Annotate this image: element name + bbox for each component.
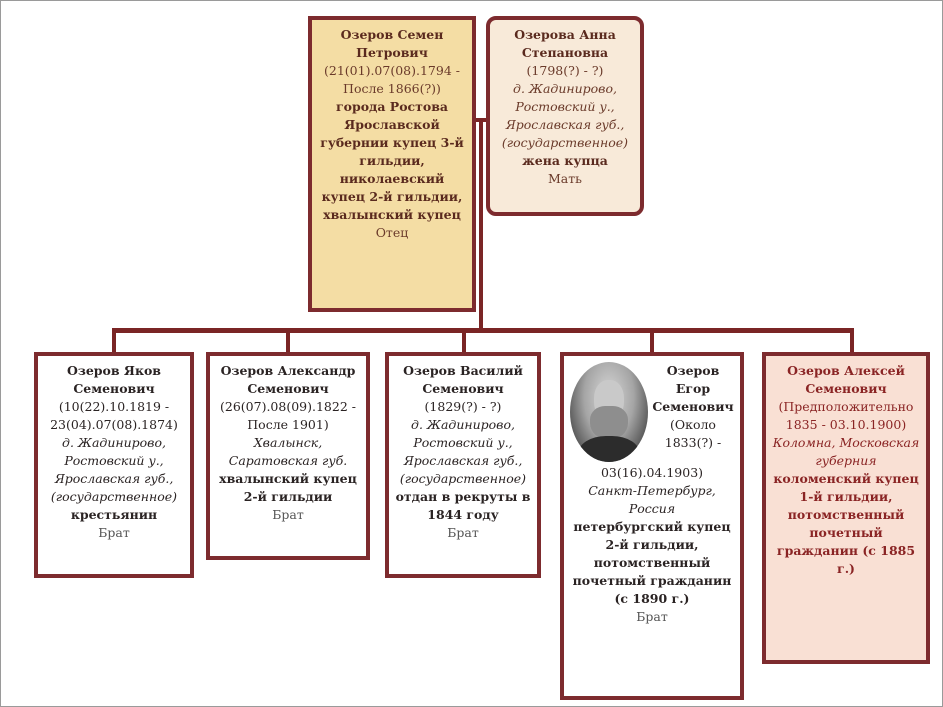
person-card-father[interactable]: Озеров Семен Петрович (21(01).07(08).179… [308,16,476,312]
person-occupation: петербургский купец 2-й гильдии, потомст… [572,519,732,606]
person-dates: (Около 1833(?) - 03(16).04.1903) [600,417,722,480]
person-place: д. Жадинирово, Ростовский у., Ярославска… [50,435,178,504]
portrait-photo [570,362,648,462]
person-dates: (1829(?) - ?) [424,399,502,414]
person-card-yakov[interactable]: Озеров Яков Семенович (10(22).10.1819 - … [34,352,194,578]
person-dates: (1798(?) - ?) [526,63,604,78]
person-occupation: жена купца [522,153,608,168]
person-place: д. Жадинирово, Ростовский у., Ярославска… [399,417,527,486]
person-name: Озеров Яков Семенович [66,363,161,396]
drop-line-1 [112,328,116,354]
drop-line-2 [286,328,290,354]
person-dates: (26(07).08(09).1822 - После 1901) [220,399,356,432]
person-card-aleksey[interactable]: Озеров Алексей Семенович (Предположитель… [762,352,930,664]
person-card-egor[interactable]: Озеров Егор Семенович (Около 1833(?) - 0… [560,352,744,700]
trunk-line [479,118,483,330]
person-dates: (Предположительно 1835 - 03.10.1900) [778,399,914,432]
drop-line-3 [462,328,466,354]
person-relation: Брат [636,609,668,624]
person-card-mother[interactable]: Озерова Анна Степановна (1798(?) - ?) д.… [486,16,644,216]
person-occupation: крестьянин [70,507,158,522]
person-name: Озеров Василий Семенович [403,363,523,396]
person-card-vasiliy[interactable]: Озеров Василий Семенович (1829(?) - ?) д… [385,352,541,578]
person-place: Санкт-Петербург, Россия [588,483,716,516]
person-dates: (10(22).10.1819 - 23(04).07(08).1874) [50,399,178,432]
person-relation: Мать [548,171,582,186]
person-relation: Брат [447,525,479,540]
drop-line-5 [850,328,854,354]
person-place: Хвалынск, Саратовская губ. [228,435,348,468]
drop-line-4 [650,328,654,354]
person-name: Озеров Семен Петрович [340,27,444,60]
children-bus-line [112,328,854,333]
person-name: Озеров Алексей Семенович [787,363,905,396]
person-relation: Отец [375,225,409,240]
person-relation: Брат [272,507,304,522]
person-occupation: хвалынский купец 2-й гильдии [219,471,357,504]
person-card-aleksandr[interactable]: Озеров Александр Семенович (26(07).08(09… [206,352,370,560]
person-name: Озерова Анна Степановна [514,27,616,60]
person-dates: (21(01).07(08).1794 - После 1866(?)) [324,63,460,96]
person-relation: Брат [98,525,130,540]
person-occupation: коломенский купец 1-й гильдии, потомстве… [773,471,919,576]
person-occupation: отдан в рекруты в 1844 году [395,489,531,522]
person-name: Озеров Александр Семенович [220,363,356,396]
person-occupation: города Ростова Ярославской губернии купе… [320,99,464,222]
person-place: д. Жадинирово, Ростовский у., Ярославска… [501,81,629,150]
person-place: Коломна, Московская губерния [772,435,920,468]
person-name: Озеров Егор Семенович [652,363,734,414]
